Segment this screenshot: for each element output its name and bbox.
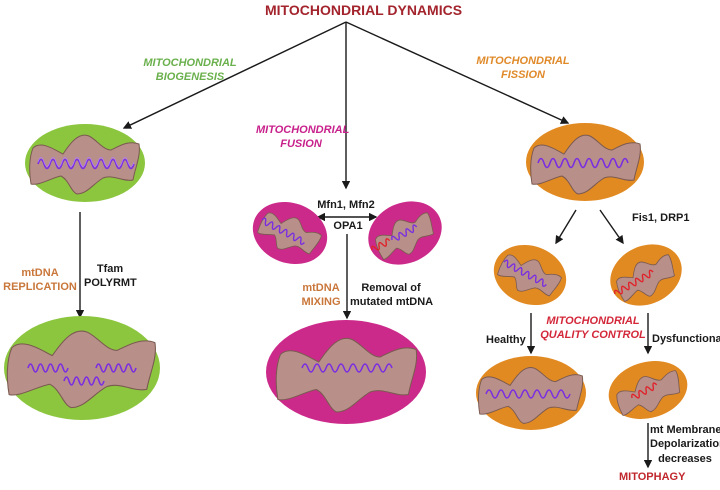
healthy-mtdna-icon bbox=[537, 157, 629, 169]
arrow-to-biogenesis bbox=[122, 21, 347, 129]
healthy-mtdna-icon bbox=[63, 376, 105, 386]
arrow-fission-right bbox=[599, 209, 624, 245]
mitochondrion-biogenesis-parent bbox=[25, 124, 145, 202]
mutated-mtdna-icon bbox=[371, 238, 391, 251]
healthy-mtdna-icon bbox=[301, 363, 393, 373]
mitochondrion-daughter-healthy bbox=[493, 244, 567, 306]
healthy-mtdna-icon bbox=[261, 217, 305, 246]
biogenesis-label: MITOCHONDRIAL BIOGENESIS bbox=[140, 56, 240, 85]
fission-label-line2: FISSION bbox=[500, 69, 545, 82]
fusion-factors-bottom: OPA1 bbox=[333, 220, 363, 232]
mtdna-mixing-label: mtDNA MIXING bbox=[298, 281, 344, 310]
healthy-mtdna-icon bbox=[27, 363, 69, 373]
mitochondrion-healthy-result bbox=[476, 356, 586, 430]
biogenesis-label-line1: MITOCHONDRIAL bbox=[143, 57, 237, 69]
fusion-label-line1: MITOCHONDRIAL bbox=[256, 124, 350, 136]
mitochondrion-daughter-dysfunctional bbox=[610, 244, 682, 308]
fission-factors: Fis1, DRP1 bbox=[632, 212, 690, 224]
arrows bbox=[75, 21, 653, 469]
factor-polyrmt: POLYRMT bbox=[84, 277, 137, 290]
biogenesis-factors: Tfam POLYRMT bbox=[84, 262, 137, 291]
quality-control-line2: QUALITY CONTROL bbox=[540, 329, 646, 342]
biogenesis-label-line2: BIOGENESIS bbox=[155, 71, 225, 84]
quality-control-line1: MITOCHONDRIAL bbox=[546, 315, 640, 327]
mtdna-mixing-line1: mtDNA bbox=[302, 282, 340, 294]
mitochondrion-fusion-left bbox=[252, 201, 328, 265]
depolarization-line2: Depolarization bbox=[650, 438, 720, 451]
mitochondrion-dysfunctional-result bbox=[608, 361, 688, 422]
mtdna-mixing-line2: MIXING bbox=[301, 296, 341, 309]
healthy-mtdna-icon bbox=[95, 363, 137, 373]
depolarization-line3: decreases bbox=[658, 452, 712, 465]
fusion-label-line2: FUSION bbox=[280, 138, 322, 151]
healthy-mtdna-icon bbox=[37, 158, 135, 170]
mitophagy-label: MITOPHAGY bbox=[619, 471, 686, 483]
depolarization-line1: mt Membrane bbox=[650, 424, 720, 436]
mitochondrion-biogenesis-replicated bbox=[4, 316, 160, 420]
mtdna-replication-line1: mtDNA bbox=[21, 267, 59, 279]
dysfunctional-label: Dysfunctional bbox=[652, 333, 720, 345]
mtdna-replication-line2: REPLICATION bbox=[3, 281, 77, 294]
quality-control-label: MITOCHONDRIAL QUALITY CONTROL bbox=[540, 314, 646, 343]
mtdna-replication-label: mtDNA REPLICATION bbox=[2, 266, 78, 295]
arrow-to-fission bbox=[345, 21, 570, 124]
removal-label: Removal of mutated mtDNA bbox=[350, 281, 434, 310]
fusion-label: MITOCHONDRIAL FUSION bbox=[256, 123, 350, 152]
healthy-mtdna-icon bbox=[391, 224, 418, 241]
fission-label-line1: MITOCHONDRIAL bbox=[476, 55, 570, 67]
mutated-mtdna-icon bbox=[614, 269, 654, 295]
depolarization-label: mt Membrane Depolarization decreases bbox=[650, 423, 720, 466]
diagram-title: MITOCHONDRIAL DYNAMICS bbox=[265, 2, 463, 18]
healthy-mtdna-icon bbox=[503, 259, 547, 288]
removal-line2: mutated mtDNA bbox=[350, 296, 434, 309]
mitochondrion-fusion-right bbox=[368, 201, 442, 266]
mutated-mtdna-icon bbox=[631, 382, 658, 399]
mitochondrion-fission-parent bbox=[526, 123, 644, 201]
fusion-factors-top: Mfn1, Mfn2 bbox=[317, 199, 375, 211]
arrow-fission-left bbox=[555, 209, 577, 245]
removal-line1: Removal of bbox=[361, 282, 421, 294]
healthy-mtdna-icon bbox=[485, 389, 571, 399]
healthy-label: Healthy bbox=[486, 334, 526, 346]
factor-tfam: Tfam bbox=[96, 263, 124, 275]
fission-label: MITOCHONDRIAL FISSION bbox=[473, 54, 573, 83]
mitochondrion-fused bbox=[266, 320, 426, 424]
